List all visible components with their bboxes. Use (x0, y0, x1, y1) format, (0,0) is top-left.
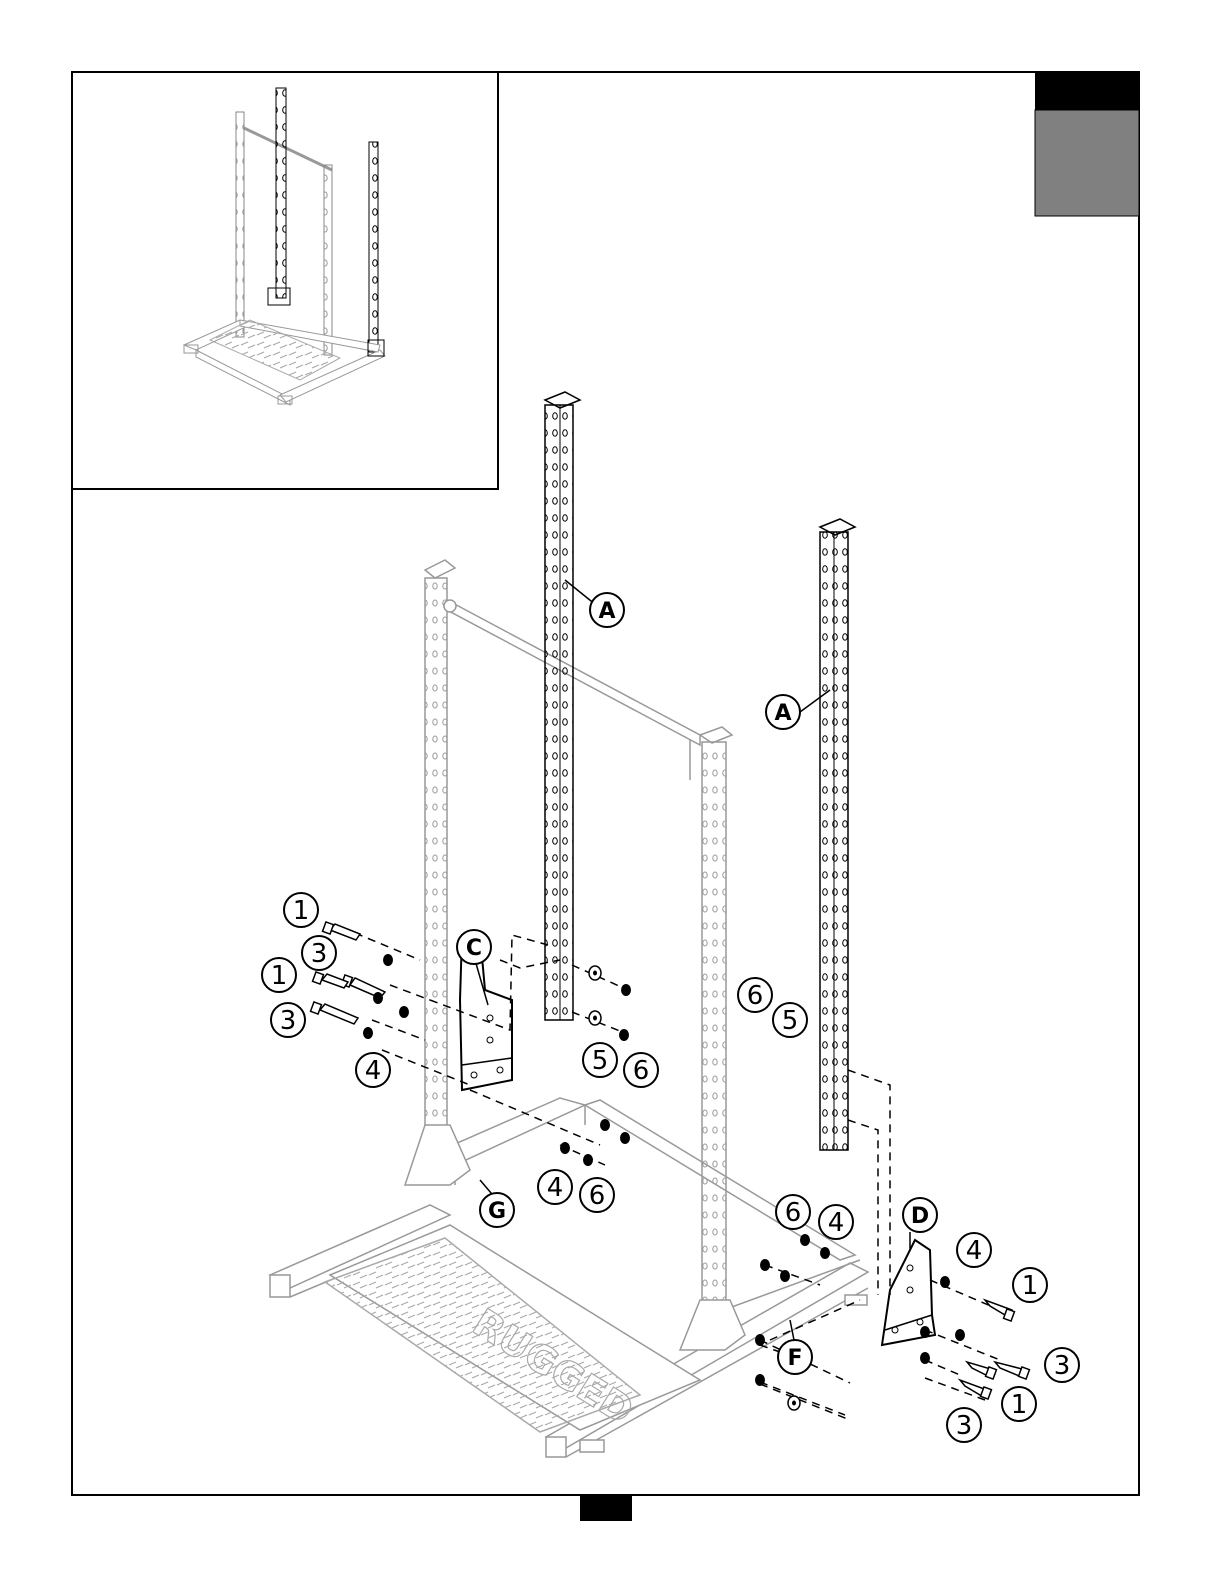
left-upright (405, 560, 470, 1185)
hw-4: 4 (966, 1236, 983, 1266)
nuts-left (363, 954, 409, 1039)
label-c: C (466, 936, 482, 961)
callout-g: G (480, 1193, 514, 1227)
page-number-block (580, 1495, 632, 1521)
label-f: F (787, 1346, 802, 1371)
hw-3: 3 (956, 1411, 973, 1441)
hw-5: 5 (592, 1046, 609, 1076)
hw-1: 1 (1011, 1390, 1028, 1420)
label-a: A (774, 701, 791, 726)
hw-1: 1 (1022, 1271, 1039, 1301)
label-a: A (598, 599, 615, 624)
hw-4: 4 (547, 1173, 564, 1203)
step-tab-top (1035, 72, 1139, 110)
hardware-numbers: 1 3 1 3 4 5 6 4 6 6 5 6 4 4 1 3 1 3 (271, 896, 1071, 1441)
label-d: D (911, 1204, 929, 1229)
hw-4: 4 (365, 1056, 382, 1086)
hw-1: 1 (293, 896, 310, 926)
hw-6: 6 (633, 1056, 650, 1086)
callout-d: D (903, 1198, 937, 1232)
hw-6: 6 (589, 1181, 606, 1211)
bolts-right (960, 1300, 1029, 1399)
hw-1: 1 (271, 961, 288, 991)
hw-6: 6 (785, 1198, 802, 1228)
overview-inset (72, 72, 498, 489)
part-a-upright-right (820, 519, 855, 1150)
hw-3: 3 (280, 1006, 297, 1036)
hw-6: 6 (747, 981, 764, 1011)
step-tab-bottom (1035, 110, 1139, 216)
callout-c: C (457, 930, 491, 964)
callout-f: F (778, 1340, 812, 1374)
hw-4: 4 (828, 1208, 845, 1238)
callout-a-left: A (590, 593, 624, 627)
hw-5: 5 (782, 1006, 799, 1036)
label-g: G (488, 1199, 506, 1224)
hw-3: 3 (311, 939, 328, 969)
hw-3: 3 (1054, 1351, 1071, 1381)
callout-a-right: A (766, 695, 800, 729)
right-upright (680, 727, 745, 1350)
hardware-callouts (262, 893, 1079, 1442)
part-a-upright-left (545, 392, 580, 1020)
